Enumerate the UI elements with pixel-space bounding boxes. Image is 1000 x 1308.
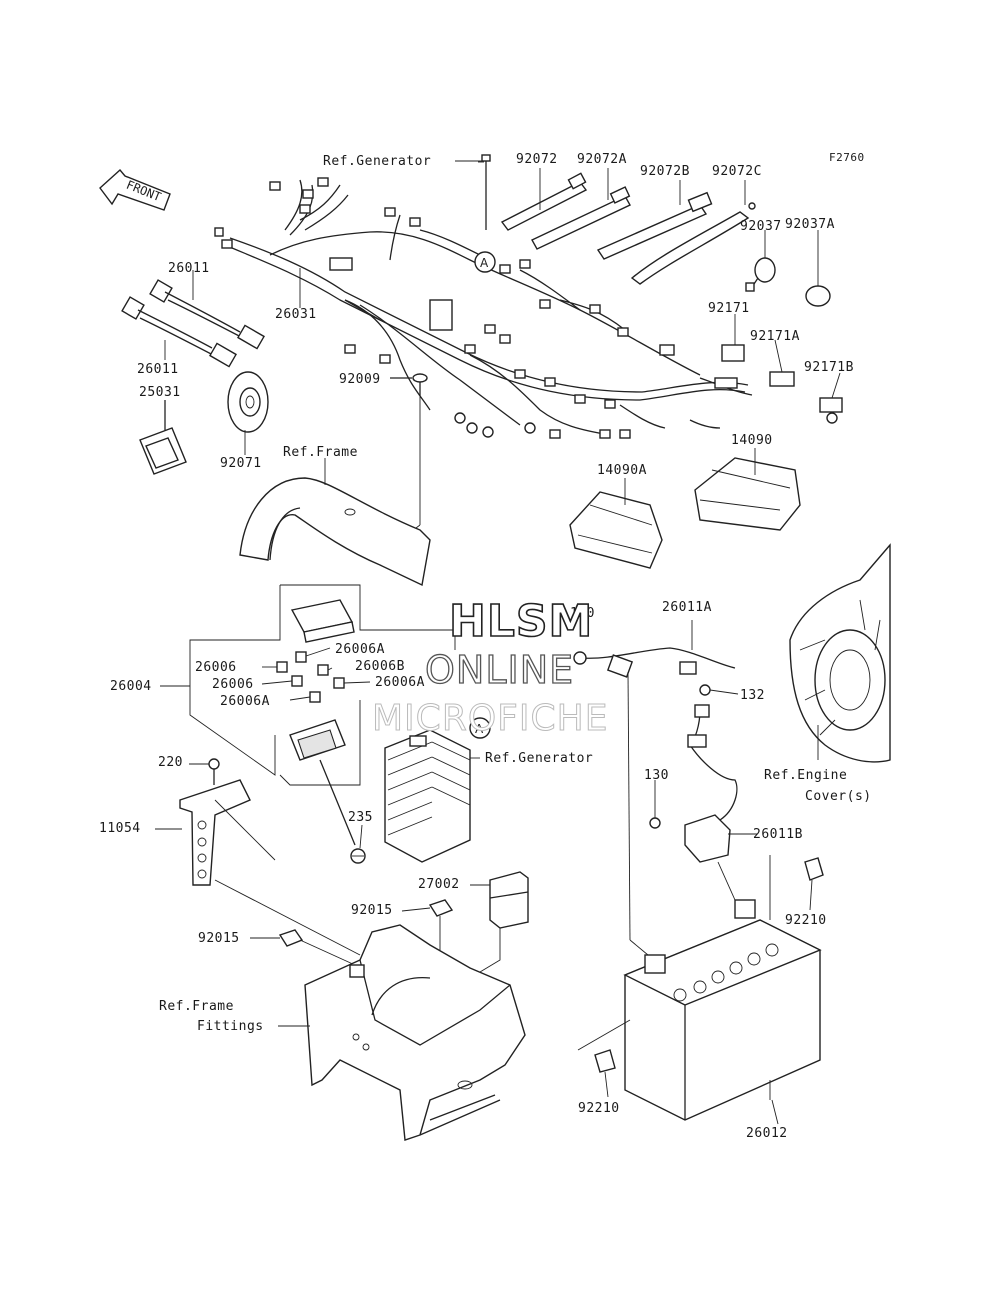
label-ref-frame-fittings-1: Ref.Frame xyxy=(159,999,234,1014)
label-26011b: 26011B xyxy=(753,827,803,842)
label-92210-1: 92210 xyxy=(785,913,827,928)
engine-cover xyxy=(789,543,891,763)
figure-code: F2760 xyxy=(829,151,865,164)
label-26031: 26031 xyxy=(275,307,317,322)
svg-text:A: A xyxy=(475,722,484,736)
label-11054: 11054 xyxy=(99,821,141,836)
label-26006-2: 26006 xyxy=(212,677,254,692)
label-14090: 14090 xyxy=(731,433,773,448)
watermark-line3: MICROFICHE xyxy=(371,698,609,740)
label-92009: 92009 xyxy=(339,372,381,387)
label-26011-bottom: 26011 xyxy=(137,362,179,377)
clamps-92037 xyxy=(745,257,831,307)
label-92015-2: 92015 xyxy=(198,931,240,946)
label-92072: 92072 xyxy=(516,152,558,167)
label-92072b: 92072B xyxy=(640,164,690,179)
label-ref-engine-1: Ref.Engine xyxy=(764,768,848,783)
label-92171: 92171 xyxy=(708,301,750,316)
nut-92015-a xyxy=(428,899,454,975)
nut-92210-b xyxy=(577,1019,631,1073)
label-25031: 25031 xyxy=(139,385,181,400)
label-27002: 27002 xyxy=(418,877,460,892)
watermark-line1: HLSM xyxy=(448,595,594,648)
bolt-235 xyxy=(350,848,366,864)
label-ref-engine-2: Cover(s) xyxy=(805,789,872,804)
bands-92072 xyxy=(500,172,756,285)
label-26011a: 26011A xyxy=(662,600,712,615)
label-130-mid: 130 xyxy=(644,768,669,783)
front-arrow-icon: FRONT xyxy=(99,168,171,211)
watermark-line2: ONLINE xyxy=(424,647,575,692)
label-26006-1: 26006 xyxy=(195,660,237,675)
main-harness-26031 xyxy=(214,177,753,439)
clamps-92171 xyxy=(721,344,843,424)
bracket-11054 xyxy=(179,758,361,956)
battery-cables xyxy=(573,647,771,956)
label-132: 132 xyxy=(740,688,765,703)
label-92037: 92037 xyxy=(740,219,782,234)
label-26006a-3: 26006A xyxy=(220,694,270,709)
label-92071: 92071 xyxy=(220,456,262,471)
grommet-92071 xyxy=(227,371,269,433)
relay-27002 xyxy=(474,871,529,976)
battery-26012 xyxy=(623,899,822,1121)
label-ref-generator-top: Ref.Generator xyxy=(323,154,432,169)
label-92171a: 92171A xyxy=(750,329,800,344)
label-26006a-1: 26006A xyxy=(335,642,385,657)
callout-a-mid: A xyxy=(469,717,491,739)
callout-a-top: A xyxy=(474,251,496,273)
label-26012: 26012 xyxy=(746,1126,788,1141)
label-130-top: 130 xyxy=(570,606,595,621)
label-92037a: 92037A xyxy=(785,217,835,232)
relay-25031 xyxy=(139,400,187,475)
generator-screw xyxy=(478,154,491,230)
nut-92210-a xyxy=(804,857,824,881)
battery-tray xyxy=(304,924,526,1141)
label-235: 235 xyxy=(348,810,373,825)
label-ref-frame-fittings-2: Fittings xyxy=(197,1019,264,1034)
nut-92015-b xyxy=(278,929,356,966)
label-92015-1: 92015 xyxy=(351,903,393,918)
leads-26011 xyxy=(121,279,265,368)
label-26006b: 26006B xyxy=(355,659,405,674)
fusebox-26004 xyxy=(189,584,456,846)
regulator xyxy=(384,729,471,863)
cover-14090a xyxy=(569,491,663,569)
cover-14090 xyxy=(694,457,801,531)
label-ref-generator-mid: Ref.Generator xyxy=(485,751,594,766)
svg-text:A: A xyxy=(480,256,489,270)
label-26004: 26004 xyxy=(110,679,152,694)
screw-92009 xyxy=(390,373,428,541)
label-92171b: 92171B xyxy=(804,360,854,375)
label-ref-frame: Ref.Frame xyxy=(283,445,358,460)
label-92072a: 92072A xyxy=(577,152,627,167)
leader-lines xyxy=(155,160,841,1125)
label-220: 220 xyxy=(158,755,183,770)
frame-section xyxy=(239,477,431,587)
label-26006a-2: 26006A xyxy=(375,675,425,690)
label-14090a: 14090A xyxy=(597,463,647,478)
label-92072c: 92072C xyxy=(712,164,762,179)
label-92210-2: 92210 xyxy=(578,1101,620,1116)
label-26011-top: 26011 xyxy=(168,261,210,276)
